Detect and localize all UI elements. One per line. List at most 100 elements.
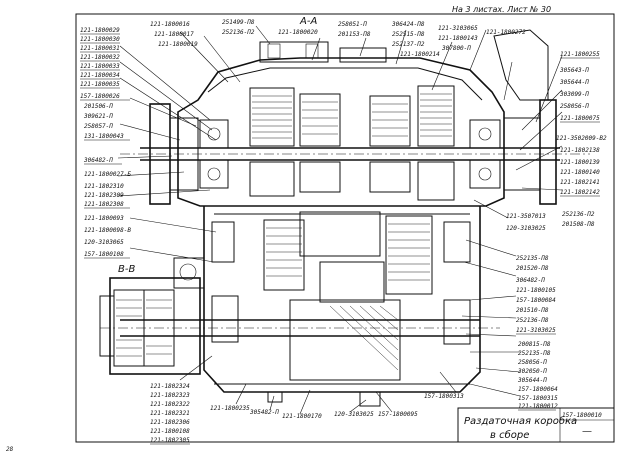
sheet-info: На 3 листах. Лист № 30 <box>452 5 551 14</box>
leader-lines <box>117 25 563 415</box>
callout-label: 303099-П <box>559 91 589 98</box>
callout-label: 121-1800032 <box>80 54 120 61</box>
callout-label: 121-1800035 <box>80 81 120 88</box>
title-block-frame <box>457 407 615 443</box>
callout-label: 121-1800272 <box>486 29 526 36</box>
callout-label: 121-3502009-В2 <box>556 135 607 142</box>
callout-label: 200815-П8 <box>518 341 551 348</box>
callout-label: 121-1800140 <box>560 169 600 176</box>
callout-label: 157-1800084 <box>516 297 556 304</box>
callout-label: 305644-П <box>559 79 589 86</box>
callout-label: 121-3507013 <box>506 213 546 220</box>
assembly-name-line2: в сборе <box>490 429 529 441</box>
callout-label: 120-3103025 <box>506 225 546 232</box>
callout-label: 121-1800017 <box>154 31 194 38</box>
page-number: 28 <box>6 446 14 453</box>
assembly-name-line1: Раздаточная коробка <box>464 415 577 427</box>
title-block-dash: — <box>582 426 592 437</box>
callout-label: 305482-П <box>249 409 279 416</box>
callout-label: 252137-П2 <box>392 41 425 48</box>
callout-label: 307800-П <box>441 45 471 52</box>
callout-label: 121-1800075 <box>560 115 600 122</box>
callout-label: 121-1802323 <box>150 392 190 399</box>
assembly-part-number: 157-1800010 <box>562 412 602 419</box>
callout-label: 121-1800012 <box>518 403 558 410</box>
callout-label: 306424-П8 <box>391 21 425 28</box>
callout-label: 309621-П <box>83 113 113 120</box>
section-bb-label: В-В <box>118 264 135 275</box>
callout-label: 157-1800064 <box>518 386 558 393</box>
upper-shaft <box>120 29 590 205</box>
callout-label: 252136-П2 <box>222 29 255 36</box>
callout-label: 258056-П <box>560 103 589 110</box>
section-bb-view <box>99 257 205 375</box>
callout-label: 121-1800020 <box>278 29 318 36</box>
callout-label: 121-1800235 <box>210 405 250 412</box>
callout-label: 121-1802324 <box>150 383 190 390</box>
callout-label: 121-1802322 <box>150 401 190 408</box>
callout-label: 252515-П8 <box>392 31 425 38</box>
callout-label: 252136-П8 <box>516 317 549 324</box>
callout-label: 121-1800105 <box>516 287 556 294</box>
section-aa-label: А-А <box>299 16 317 27</box>
callout-label: 157-1800095 <box>378 411 418 418</box>
lower-housing <box>100 206 500 407</box>
callout-label: 302050-П <box>517 368 547 375</box>
callout-label: 121-1800093 <box>84 215 124 222</box>
callout-label: 120-3103025 <box>334 411 374 418</box>
callout-label: 121-1802138 <box>560 147 600 154</box>
callout-label: 252136-П2 <box>562 211 595 218</box>
callout-label: 121-1800170 <box>282 413 322 420</box>
callout-label: 121-1800214 <box>400 51 440 58</box>
callout-label: 121-1802310 <box>84 183 124 190</box>
callout-label: 201506-П <box>84 103 113 110</box>
sheet-border <box>75 13 615 443</box>
upper-housing <box>177 41 505 207</box>
callout-label: 252135-П8 <box>518 350 551 357</box>
callout-label: 121-1800255 <box>560 51 600 58</box>
callout-label: 121-3103025 <box>516 327 556 334</box>
callout-label: 121-1800019 <box>158 41 198 48</box>
callout-label: 258056-П <box>518 359 547 366</box>
callout-label: 201153-П8 <box>338 31 371 38</box>
callout-label: 157-1800026 <box>80 93 120 100</box>
callout-label: 121-1800031 <box>80 45 120 52</box>
callout-label: 305643-П <box>559 67 589 74</box>
callout-label: 157-1800313 <box>424 393 464 400</box>
callout-label: 121-1802141 <box>560 179 600 186</box>
callout-label: 121-1802321 <box>150 410 190 417</box>
callout-label: 258051-П <box>338 21 367 28</box>
callout-label: 121-1802309 <box>84 192 124 199</box>
callout-label: 121-1800034 <box>80 72 120 79</box>
callout-label: 121-1800139 <box>560 159 600 166</box>
callout-label: 157-1800315 <box>518 395 558 402</box>
callout-label: 121-1800027-Б <box>84 171 131 178</box>
upper-gear-set <box>199 85 501 201</box>
callout-label: 120-3103065 <box>84 239 124 246</box>
callout-label: 121-3103065 <box>438 25 478 32</box>
callout-label: 201508-П8 <box>562 221 595 228</box>
callout-label: 121-1800016 <box>150 21 190 28</box>
callout-label: 121-1802142 <box>560 189 600 196</box>
callout-label: 121-1800029 <box>80 27 120 34</box>
callout-label: 131-1800043 <box>84 133 124 140</box>
callout-label: 305644-П <box>517 377 547 384</box>
callout-label: 252135-П8 <box>516 255 549 262</box>
callout-label: 251499-П8 <box>222 19 255 26</box>
callout-label: 121-1800033 <box>80 63 120 70</box>
callout-label: 121-1802305 <box>150 437 190 444</box>
callout-label: 121-1800098-В <box>84 227 131 234</box>
callout-label: 258057-П <box>84 123 113 130</box>
callout-label: 157-1800108 <box>84 251 124 258</box>
callout-label: 306482-П <box>83 157 113 164</box>
callout-label: 121-1800143 <box>438 35 478 42</box>
callout-label: 121-1802306 <box>150 419 190 426</box>
callout-label: 201520-П8 <box>516 265 549 272</box>
callout-label: 121-1802308 <box>84 201 124 208</box>
callout-label: 121-1800108 <box>150 428 190 435</box>
callout-label: 306482-П <box>515 277 545 284</box>
callout-label: 121-1800030 <box>80 36 120 43</box>
callout-label: 201510-П8 <box>516 307 549 314</box>
callout-shelves <box>80 33 600 445</box>
